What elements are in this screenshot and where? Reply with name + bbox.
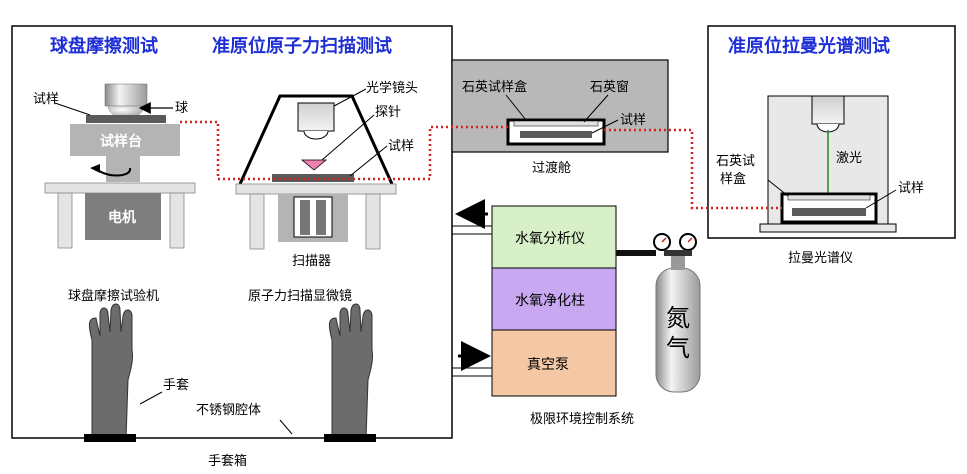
scanner-label: 扫描器	[292, 254, 331, 269]
motor-label: 电机	[108, 209, 136, 226]
ball-holder	[104, 83, 148, 107]
pump-box	[491, 329, 617, 397]
purifier-box	[491, 267, 617, 331]
pump-label: 真空泵	[527, 357, 569, 373]
glovebox-caption: 手套箱	[208, 453, 247, 469]
raman-quartz-box-label-2: 样盒	[720, 171, 746, 187]
ball-disc-sample-label: 试样	[33, 92, 59, 107]
raman-sample-label: 试样	[898, 181, 924, 196]
analyzer-label: 水氧分析仪	[515, 231, 585, 247]
transfer-chamber: 石英试样盒 石英窗 试样 过渡舱	[451, 59, 669, 176]
motor-table-leg-left	[57, 192, 73, 249]
motor-table-leg-right	[169, 192, 185, 249]
cavity-label: 不锈钢腔体	[196, 403, 261, 418]
raman-border	[707, 25, 956, 239]
glove-left	[84, 303, 136, 442]
raman-sample	[792, 208, 866, 216]
title-raman: 准原位拉曼光谱测试	[728, 35, 890, 57]
raman-caption: 拉曼光谱仪	[788, 251, 853, 266]
transfer-sample-label: 试样	[620, 113, 646, 128]
transfer-caption: 过渡舱	[532, 160, 571, 176]
afm-table-leg-left	[249, 193, 265, 250]
ball-label: 球	[175, 101, 188, 116]
afm-sample-label: 试样	[388, 139, 414, 154]
nitrogen-label-2: 气	[666, 334, 690, 362]
motor	[85, 193, 161, 240]
glove-label: 手套	[163, 377, 189, 393]
transfer-sample	[520, 131, 592, 138]
title-afm: 准原位原子力扫描测试	[212, 35, 392, 57]
shaft	[106, 156, 140, 182]
sample-stage-label: 试样台	[100, 133, 142, 150]
ball-disc-caption: 球盘摩擦试验机	[68, 288, 159, 304]
purifier-label: 水氧净化柱	[515, 293, 585, 309]
afm-table-leg-right	[365, 193, 381, 250]
raman-spectrometer: 激光 石英试 样盒 试样	[716, 95, 924, 233]
transfer-path-raman	[604, 128, 782, 210]
raman-base	[759, 223, 897, 233]
title-ball-disc: 球盘摩擦测试	[50, 35, 158, 57]
analyzer-box	[491, 205, 617, 269]
raman-quartz-box-label-1: 石英试	[716, 154, 755, 169]
optical-lens-label: 光学镜头	[366, 80, 418, 96]
ball-disc-tester: 试样台 电机 试样 球 球盘摩擦试验机	[33, 83, 196, 304]
sample-stage	[70, 124, 180, 156]
probe	[300, 159, 328, 171]
afm-hood	[238, 94, 394, 185]
raman-lens	[811, 95, 845, 125]
quartz-box-label: 石英试样盒	[462, 79, 527, 95]
laser-label: 激光	[836, 151, 862, 166]
nitrogen-label-1: 氮	[666, 304, 690, 332]
afm-caption: 原子力扫描显微镜	[248, 289, 352, 304]
control-caption: 极限环境控制系统	[530, 412, 634, 427]
afm-table-top	[235, 183, 397, 195]
quartz-window-label: 石英窗	[590, 79, 629, 95]
glove-right	[324, 303, 376, 442]
probe-label: 探针	[375, 105, 401, 120]
glovebox-border	[11, 25, 453, 439]
ball-disc-sample	[86, 115, 166, 123]
optical-lens	[297, 102, 335, 132]
afm-microscope: 扫描器 光学镜头 探针 试样 原子力扫描显微镜	[235, 80, 418, 304]
transfer-path	[180, 120, 508, 181]
control-system: 水氧分析仪 水氧净化柱 真空泵 氮 气	[452, 199, 701, 397]
motor-table-top	[44, 182, 196, 194]
